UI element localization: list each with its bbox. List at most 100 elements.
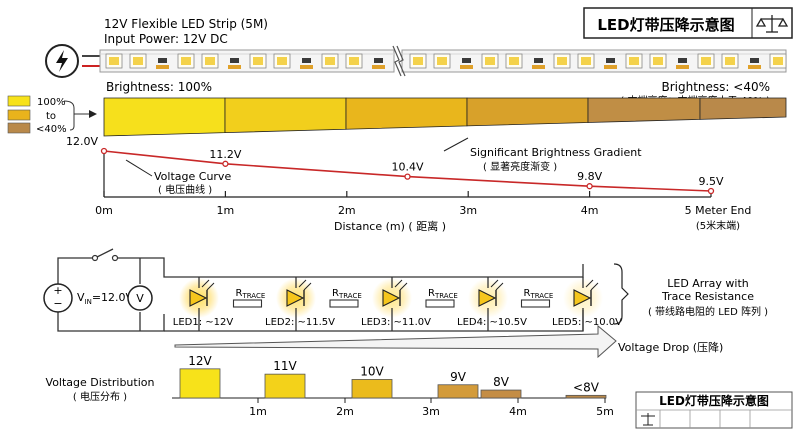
strip-pad bbox=[460, 65, 473, 69]
strip-pad bbox=[156, 65, 169, 69]
axis-tick-label: 0m bbox=[95, 204, 113, 217]
strip-resistor bbox=[534, 58, 543, 63]
gradient-note: Significant Brightness Gradient bbox=[470, 146, 642, 159]
distribution-bar-label: 8V bbox=[493, 375, 510, 389]
strip-led-emitter bbox=[277, 57, 287, 65]
gradient-note-cn: ( 显著亮度渐变 ) bbox=[483, 160, 557, 173]
led-symbol-triangle bbox=[573, 289, 592, 307]
voltage-point-label: 12.0V bbox=[66, 135, 98, 148]
led-emission-arrow bbox=[394, 279, 403, 288]
voltage-point-label: 11.2V bbox=[209, 148, 241, 161]
voltage-curve-label-cn: ( 电压曲线 ) bbox=[158, 183, 212, 196]
strip-resistor bbox=[158, 58, 167, 63]
voltmeter-label: V bbox=[136, 292, 144, 305]
axis-tick-label: 3m bbox=[459, 204, 477, 217]
brightness-segment bbox=[699, 97, 787, 120]
strip-pad bbox=[300, 65, 313, 69]
axis-tick-label: 1m bbox=[217, 204, 235, 217]
strip-led-emitter bbox=[653, 57, 663, 65]
distribution-title: Voltage Distribution bbox=[46, 376, 155, 389]
strip-led-emitter bbox=[557, 57, 567, 65]
voltage-drop-arrow bbox=[174, 324, 617, 359]
strip-resistor bbox=[678, 58, 687, 63]
distribution-bar bbox=[437, 384, 479, 399]
array-label-cn: ( 带线路电阻的 LED 阵列 ) bbox=[648, 305, 768, 318]
voltage-point-label: 9.8V bbox=[577, 170, 602, 183]
strip-led-emitter bbox=[701, 57, 711, 65]
voltage-curve-label: Voltage Curve bbox=[154, 170, 231, 183]
led-voltage-label: LED3: ~11.0V bbox=[361, 317, 431, 328]
brightness-segment bbox=[466, 97, 589, 127]
axis-tick-label: 2m bbox=[338, 204, 356, 217]
legend-label-to: to bbox=[46, 111, 56, 122]
distribution-bar bbox=[351, 379, 393, 399]
led-emission-arrow bbox=[590, 282, 599, 291]
badge-title: LED灯带压降示意图 bbox=[597, 16, 734, 34]
trace-resistor-label: RTRACE bbox=[428, 288, 458, 300]
gradient-note-leader bbox=[443, 137, 469, 152]
strip-led-emitter bbox=[485, 57, 495, 65]
distribution-bar bbox=[565, 394, 607, 399]
trace-resistor-label: RTRACE bbox=[332, 288, 362, 300]
led-emission-arrow bbox=[490, 279, 499, 288]
strip-led-emitter bbox=[349, 57, 359, 65]
led-emission-arrow bbox=[399, 282, 408, 291]
led-voltage-label: LED2: ~11.5V bbox=[265, 317, 335, 328]
footer-balance-icon bbox=[641, 413, 655, 426]
voltage-point-label: 10.4V bbox=[391, 161, 423, 174]
brightness-legend: 100% to <40% bbox=[7, 95, 97, 135]
strip-led-emitter bbox=[253, 57, 263, 65]
legend-swatch-40 bbox=[7, 122, 31, 134]
voltage-source: + − bbox=[43, 283, 73, 313]
distribution-bar-label: <8V bbox=[573, 380, 600, 394]
distance-end-tick-cn: (5米末端) bbox=[696, 219, 740, 232]
source-label: VIN=12.0V bbox=[77, 291, 134, 306]
svg-text:+: + bbox=[53, 284, 62, 297]
distribution-bar-label: 10V bbox=[360, 364, 384, 378]
led-voltage-label: LED5: ~10.0V bbox=[552, 317, 622, 328]
led-symbol-triangle bbox=[382, 289, 401, 307]
distribution-bar bbox=[480, 389, 522, 399]
led-emission-arrow bbox=[201, 279, 210, 288]
strip-led-emitter bbox=[109, 57, 119, 65]
main-switch bbox=[91, 248, 119, 262]
trace-resistor bbox=[425, 299, 455, 308]
voltage-point bbox=[707, 187, 715, 195]
distribution-tick-label: 5m bbox=[596, 405, 614, 418]
distribution-bar bbox=[264, 373, 306, 399]
distance-axis-title: Distance (m) ( 距离 ) bbox=[334, 219, 446, 233]
legend-label-100: 100% bbox=[37, 97, 66, 108]
led-emission-arrow bbox=[585, 279, 594, 288]
legend-label-40: <40% bbox=[36, 124, 67, 135]
strip-pad bbox=[676, 65, 689, 69]
legend-swatch-100 bbox=[7, 95, 31, 107]
distance-end-tick: 5 Meter End bbox=[685, 204, 752, 217]
distribution-tick-label: 1m bbox=[249, 405, 267, 418]
strip-led-emitter bbox=[181, 57, 191, 65]
led-emission-arrow bbox=[298, 279, 307, 288]
strip-resistor bbox=[374, 58, 383, 63]
legend-bracket bbox=[63, 100, 75, 131]
led-symbol-triangle bbox=[189, 289, 208, 307]
balance-scale-icon bbox=[755, 15, 789, 33]
voltage-curve-leader bbox=[125, 159, 153, 177]
strip-led-emitter bbox=[725, 57, 735, 65]
distribution-bar bbox=[179, 368, 221, 399]
strip-led-emitter bbox=[509, 57, 519, 65]
strip-led-emitter bbox=[773, 57, 783, 65]
led-emission-arrow bbox=[495, 282, 504, 291]
brightness-segment bbox=[587, 97, 701, 123]
array-label-line1: LED Array with bbox=[667, 277, 749, 290]
voltmeter: V bbox=[127, 285, 153, 311]
strip-resistor bbox=[230, 58, 239, 63]
led-symbol-triangle bbox=[478, 289, 497, 307]
led-emission-arrow bbox=[303, 282, 312, 291]
trace-resistor-label: RTRACE bbox=[524, 288, 554, 300]
trace-resistor bbox=[520, 299, 551, 308]
footer-badge: LED灯带压降示意图 bbox=[635, 391, 793, 429]
led-voltage-label: LED4: ~10.5V bbox=[457, 317, 527, 328]
strip-pad bbox=[532, 65, 545, 69]
